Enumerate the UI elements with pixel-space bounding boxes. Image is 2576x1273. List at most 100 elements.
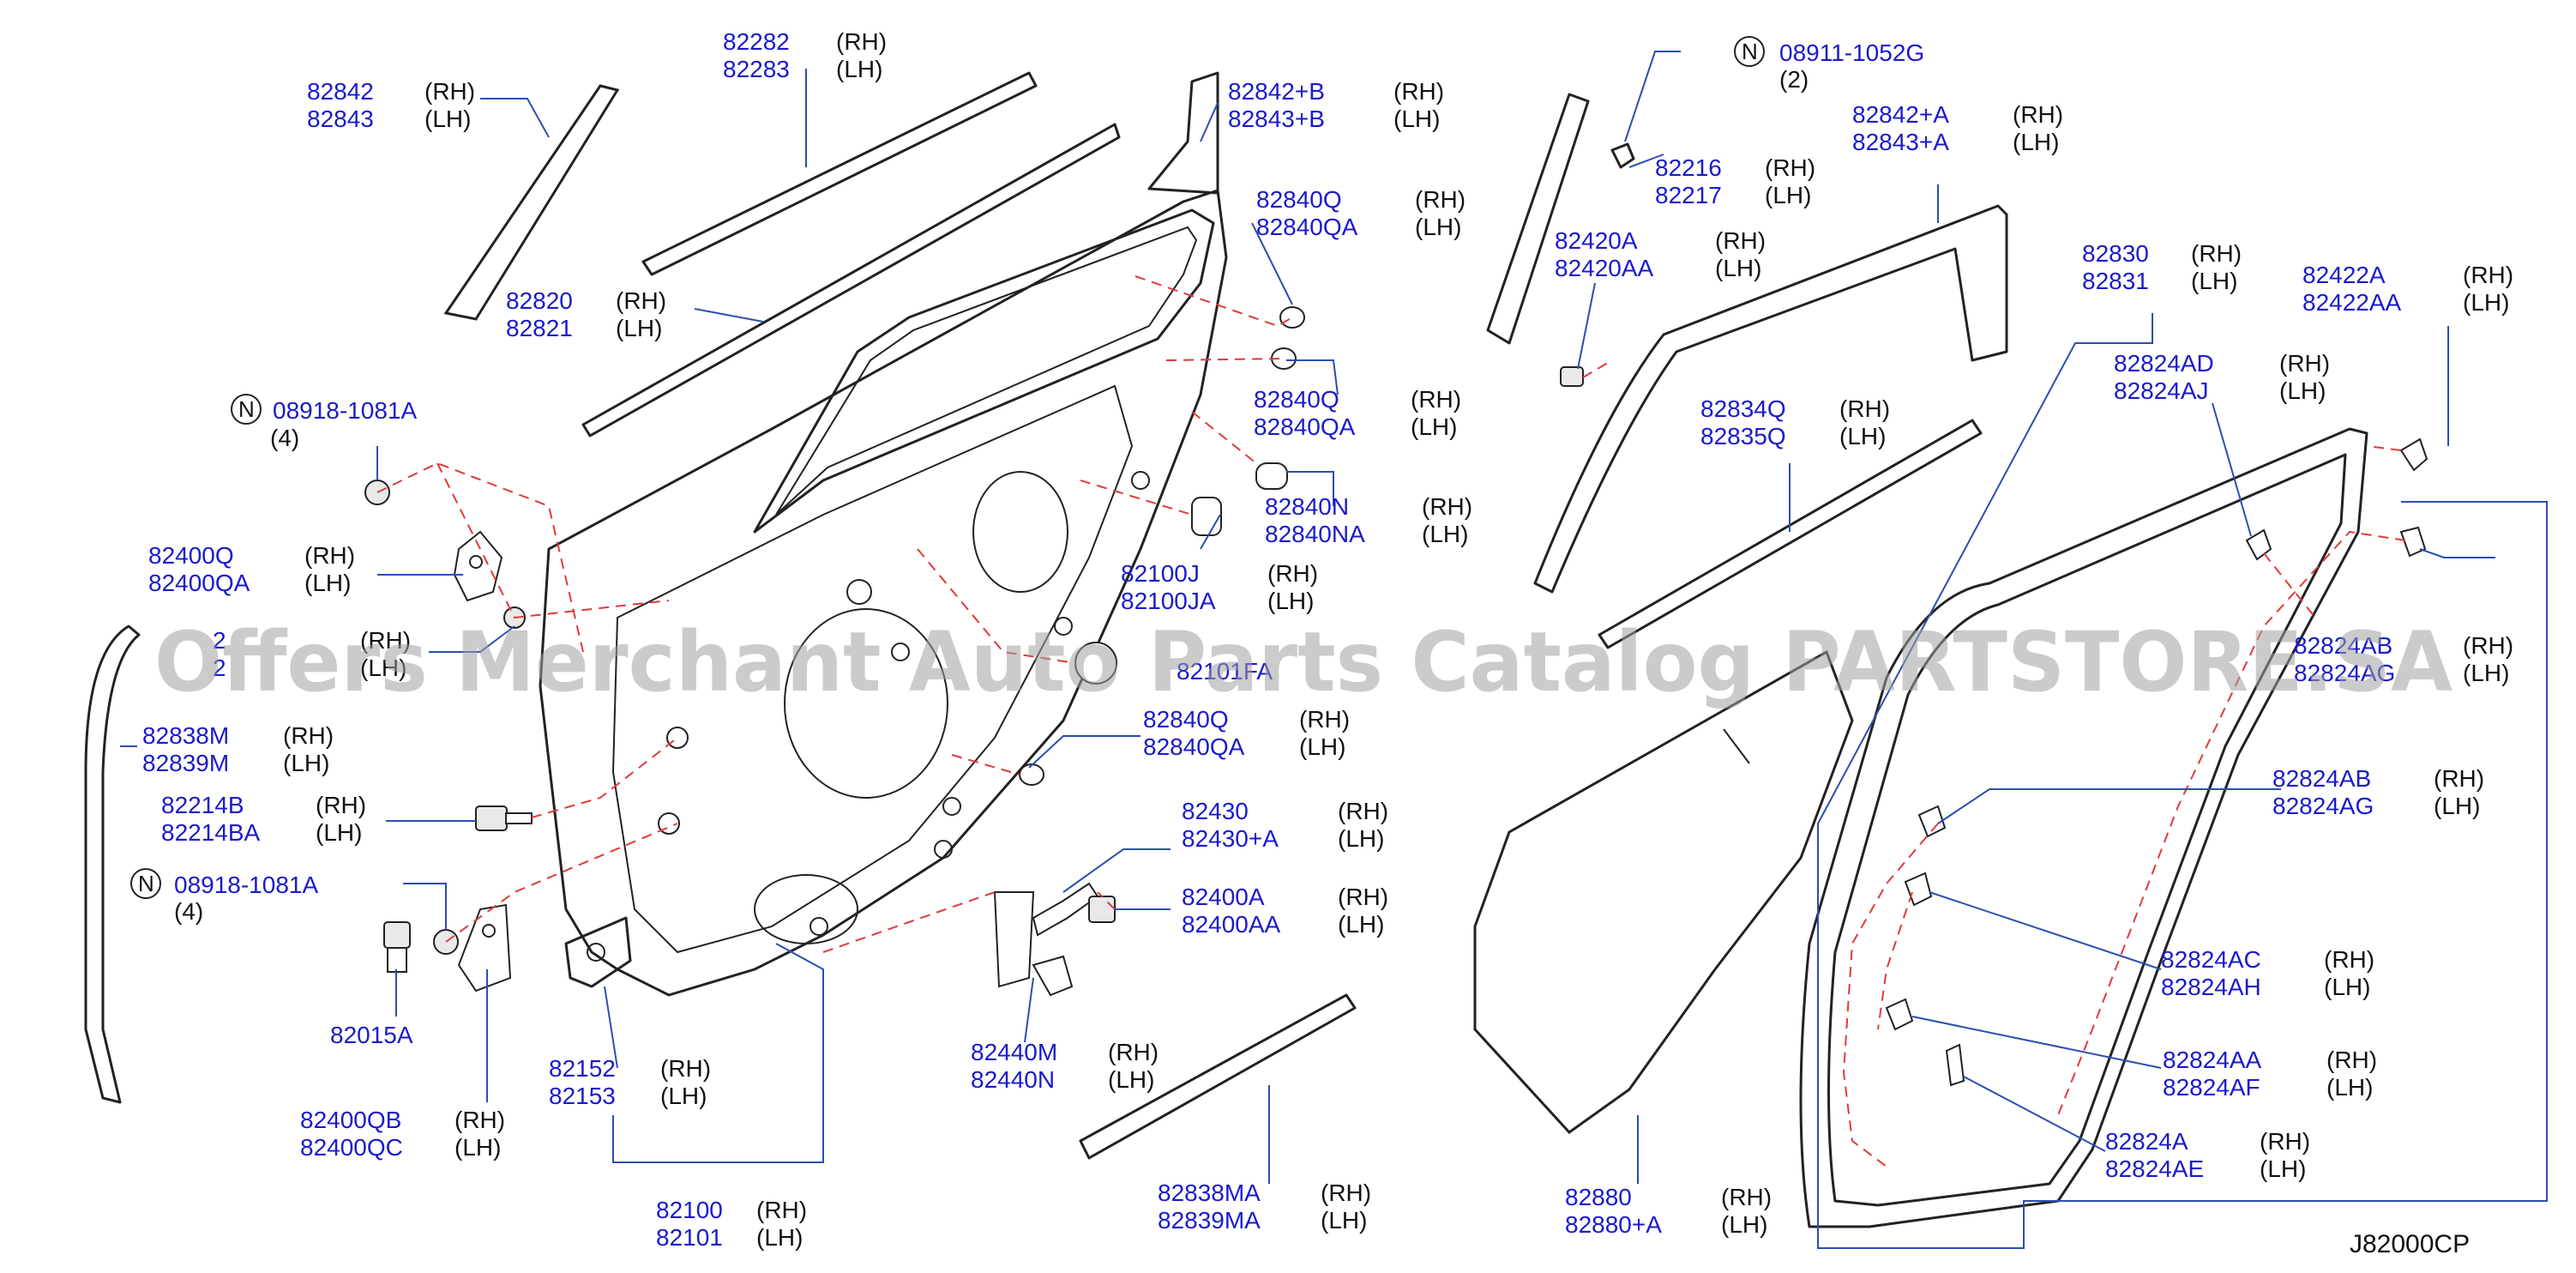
bolt-82420A [1560, 366, 1584, 387]
callout-82842+B: 82842+B 82843+B (RH) (LH) [1228, 78, 1444, 132]
svg-text:(LH): (LH) [660, 1083, 707, 1109]
svg-text:(LH): (LH) [1715, 255, 1761, 281]
callout-82430: 82430 82430+A (RH) (LH) [1182, 798, 1388, 852]
svg-text:(LH): (LH) [1108, 1066, 1154, 1093]
n-callout-3: N 08911-1052G (2) [1734, 36, 1924, 93]
clip-82824AA [1885, 998, 1914, 1031]
svg-text:82840QA: 82840QA [1256, 214, 1358, 240]
svg-text:(RH): (RH) [616, 287, 666, 314]
diagram-ref-code: J82000CP [2350, 1230, 2470, 1258]
svg-text:82838MA: 82838MA [1158, 1179, 1261, 1206]
svg-text:(RH): (RH) [2434, 765, 2484, 792]
svg-text:82843+A: 82843+A [1852, 129, 1949, 155]
svg-text:(RH): (RH) [1267, 560, 1318, 587]
svg-text:(LH): (LH) [1338, 825, 1384, 852]
svg-text:(RH): (RH) [2326, 1047, 2377, 1073]
callout-82440M: 82440M 82440N (RH) (LH) [971, 1039, 1159, 1093]
hinge-82400QB [383, 903, 512, 992]
svg-text:(RH): (RH) [1338, 798, 1388, 824]
svg-text:82824A: 82824A [2105, 1128, 2188, 1155]
svg-text:(RH): (RH) [2463, 632, 2513, 659]
svg-text:82880+A: 82880+A [1565, 1211, 1662, 1238]
svg-text:(LH): (LH) [2260, 1155, 2306, 1182]
svg-text:82214B: 82214B [161, 792, 244, 818]
svg-text:(RH): (RH) [1415, 186, 1466, 213]
svg-text:82101: 82101 [656, 1224, 723, 1251]
svg-text:(RH): (RH) [283, 722, 334, 749]
clip-82824AB-b [1917, 805, 1947, 838]
svg-text:82152: 82152 [549, 1055, 616, 1082]
svg-text:82430+A: 82430+A [1182, 825, 1279, 852]
svg-text:82840Q: 82840Q [1256, 186, 1342, 213]
callout-82400QB: 82400QB 82400QC (RH) (LH) [300, 1107, 505, 1161]
svg-text:82821: 82821 [506, 315, 573, 341]
svg-text:82217: 82217 [1655, 182, 1722, 208]
svg-text:82824AA: 82824AA [2163, 1047, 2262, 1073]
callout-82840Q-2: 82840Q 82840QA (RH) (LH) [1254, 386, 1461, 440]
svg-text:(RH): (RH) [424, 78, 475, 105]
svg-text:82216: 82216 [1655, 154, 1722, 181]
svg-text:(LH): (LH) [304, 570, 351, 596]
svg-text:82840QA: 82840QA [1143, 733, 1245, 760]
clip-82824AB-a [2399, 526, 2427, 558]
svg-text:(RH): (RH) [2463, 262, 2513, 288]
svg-text:82824AG: 82824AG [2294, 660, 2395, 686]
callout-82838M: 82838M 82839M (RH) (LH) [142, 722, 334, 776]
svg-text:82840Q: 82840Q [1254, 386, 1339, 413]
svg-text:(LH): (LH) [1411, 413, 1457, 440]
svg-text:82842: 82842 [307, 78, 374, 105]
callout-82282: 82282 82283 (RH) (LH) [723, 28, 887, 82]
svg-text:82824AC: 82824AC [2161, 946, 2261, 973]
callout-82152: 82152 82153 (RH) (LH) [549, 1055, 711, 1109]
svg-text:(LH): (LH) [616, 315, 662, 341]
svg-text:82842+A: 82842+A [1852, 101, 1949, 128]
svg-text:82824AE: 82824AE [2105, 1155, 2204, 1182]
svg-text:82824AG: 82824AG [2272, 793, 2374, 819]
svg-text:82420AA: 82420AA [1555, 255, 1654, 281]
svg-text:2: 2 [213, 655, 226, 681]
clip-82824A [1945, 1043, 1965, 1087]
svg-text:82440M: 82440M [971, 1039, 1057, 1065]
svg-text:(LH): (LH) [1267, 588, 1314, 614]
svg-text:(RH): (RH) [1108, 1039, 1159, 1065]
callout-82824AB-1: 82824AB 82824AG (RH) (LH) [2294, 632, 2513, 686]
svg-text:(RH): (RH) [756, 1197, 807, 1223]
n-callout-1: N 08918-1081A (4) [231, 394, 417, 480]
svg-text:82400QC: 82400QC [300, 1134, 403, 1161]
svg-text:(LH): (LH) [1338, 911, 1384, 938]
svg-text:(RH): (RH) [1411, 386, 1461, 413]
moulding-82282 [641, 71, 1038, 276]
callout-82420A: 82420A 82420AA (RH) (LH) [1555, 227, 1766, 281]
svg-text:82430: 82430 [1182, 798, 1249, 824]
callout-82824AD: 82824AD 82824AJ (RH) (LH) [2114, 350, 2330, 404]
svg-text:82400QA: 82400QA [148, 570, 250, 596]
grommet-82840N [1255, 462, 1288, 490]
svg-text:08911-1052G: 08911-1052G [1779, 39, 1924, 66]
hinge-82400Q [364, 480, 526, 629]
svg-text:82831: 82831 [2082, 268, 2149, 294]
svg-text:82840QA: 82840QA [1254, 413, 1356, 440]
check-82430 [993, 882, 1116, 997]
svg-text:(4): (4) [174, 898, 203, 925]
svg-text:82422AA: 82422AA [2302, 289, 2402, 316]
strip-82834Q [1598, 419, 1983, 649]
svg-text:(RH): (RH) [1721, 1184, 1772, 1210]
svg-text:(LH): (LH) [2324, 974, 2370, 1000]
leader-lines [120, 51, 2548, 1249]
svg-text:(LH): (LH) [2326, 1074, 2373, 1101]
svg-text:08918-1081A: 08918-1081A [273, 397, 417, 424]
svg-text:(LH): (LH) [360, 655, 406, 681]
svg-text:(RH): (RH) [1422, 493, 1472, 520]
callout-82840N: 82840N 82840NA (RH) (LH) [1265, 493, 1472, 547]
callout-82838MA: 82838MA 82839MA (RH) (LH) [1158, 1179, 1371, 1234]
svg-text:82842+B: 82842+B [1228, 78, 1325, 105]
svg-text:82824AB: 82824AB [2272, 765, 2371, 792]
callout-82400A: 82400A 82400AA (RH) (LH) [1182, 884, 1388, 938]
svg-text:(LH): (LH) [316, 819, 362, 846]
svg-text:82839MA: 82839MA [1158, 1207, 1261, 1234]
svg-text:(RH): (RH) [660, 1055, 711, 1082]
callout-2: 2 2 (RH) (LH) [213, 627, 411, 681]
svg-text:82824AF: 82824AF [2163, 1074, 2260, 1101]
svg-text:08918-1081A: 08918-1081A [174, 872, 318, 898]
corner-82842+B [1147, 71, 1219, 195]
